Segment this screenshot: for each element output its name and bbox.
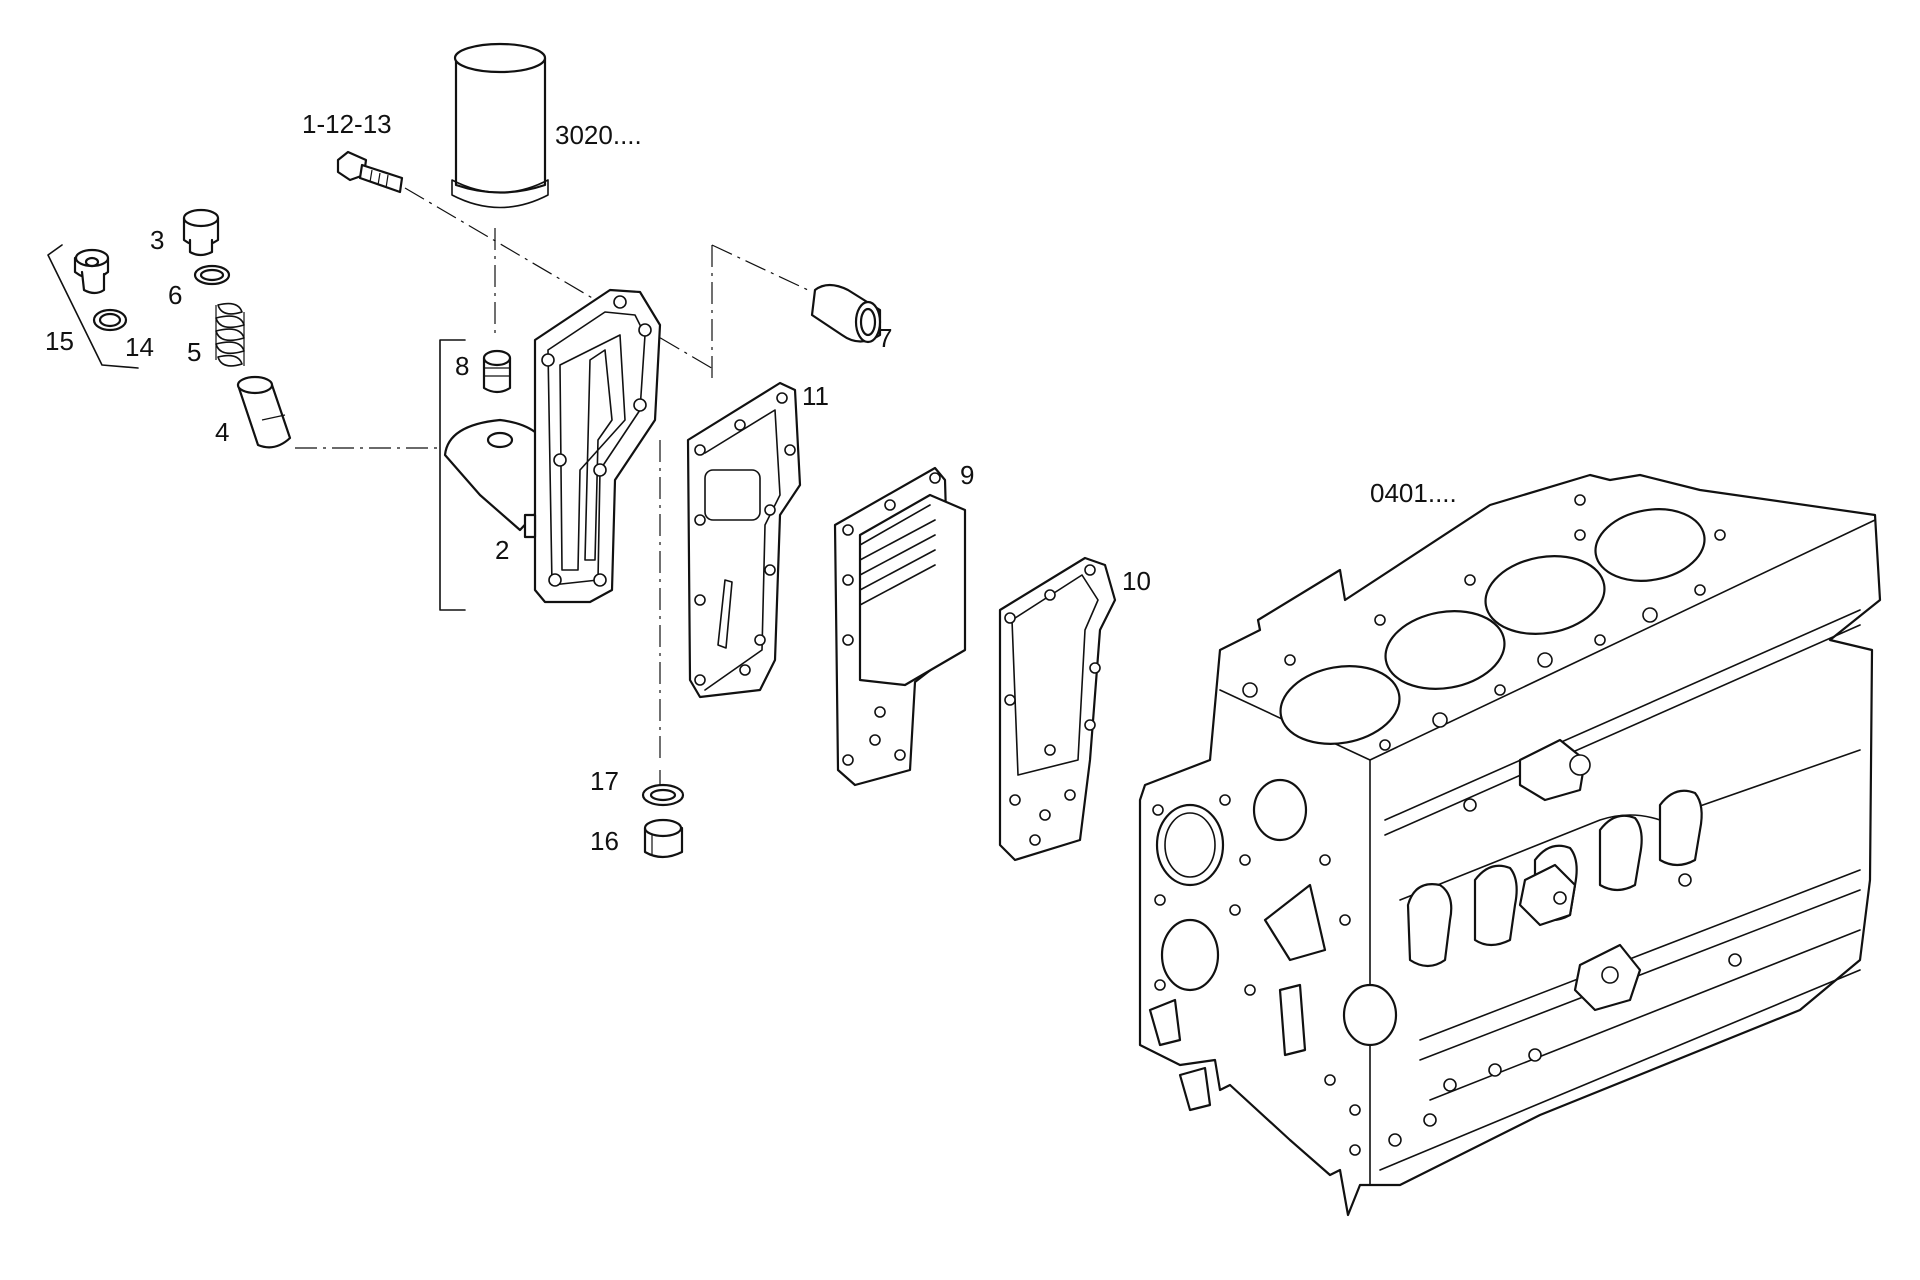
oil-filter-cartridge [451, 42, 549, 209]
oil-cooler-9 [833, 466, 967, 787]
sleeve-7 [810, 283, 882, 344]
label-fitting-8: 8 [455, 351, 469, 381]
label-washer-17: 17 [590, 766, 619, 796]
label-valve-4: 4 [215, 417, 229, 447]
assembly-lines [295, 187, 809, 760]
plug-16 [643, 818, 684, 859]
bolt-part [336, 150, 404, 194]
label-filter-ref: 3020.... [555, 120, 642, 150]
label-bolt: 1-12-13 [302, 109, 392, 139]
label-spring-5: 5 [187, 337, 201, 367]
gasket-10 [998, 556, 1117, 862]
fitting-8 [482, 349, 512, 394]
engine-block [1138, 473, 1882, 1217]
valve-parts-stack [182, 208, 292, 449]
label-sleeve-7: 7 [878, 323, 892, 353]
label-plug-16: 16 [590, 826, 619, 856]
label-plug-3: 3 [150, 225, 164, 255]
label-block-ref: 0401.... [1370, 478, 1457, 508]
label-housing-2: 2 [495, 535, 509, 565]
washer-17 [641, 783, 685, 807]
oil-filter-housing [439, 288, 662, 611]
label-gasket-10: 10 [1122, 566, 1151, 596]
label-ring-14: 14 [125, 332, 154, 362]
label-ring-6: 6 [168, 280, 182, 310]
label-gasket-11: 11 [802, 381, 829, 411]
group-15-bracket [47, 244, 139, 369]
gasket-11 [686, 381, 802, 699]
callout-labels: 3020.... 1-12-13 3 6 5 4 15 14 8 2 7 11 … [45, 109, 1457, 856]
label-cooler-9: 9 [960, 460, 974, 490]
label-group-15: 15 [45, 326, 74, 356]
